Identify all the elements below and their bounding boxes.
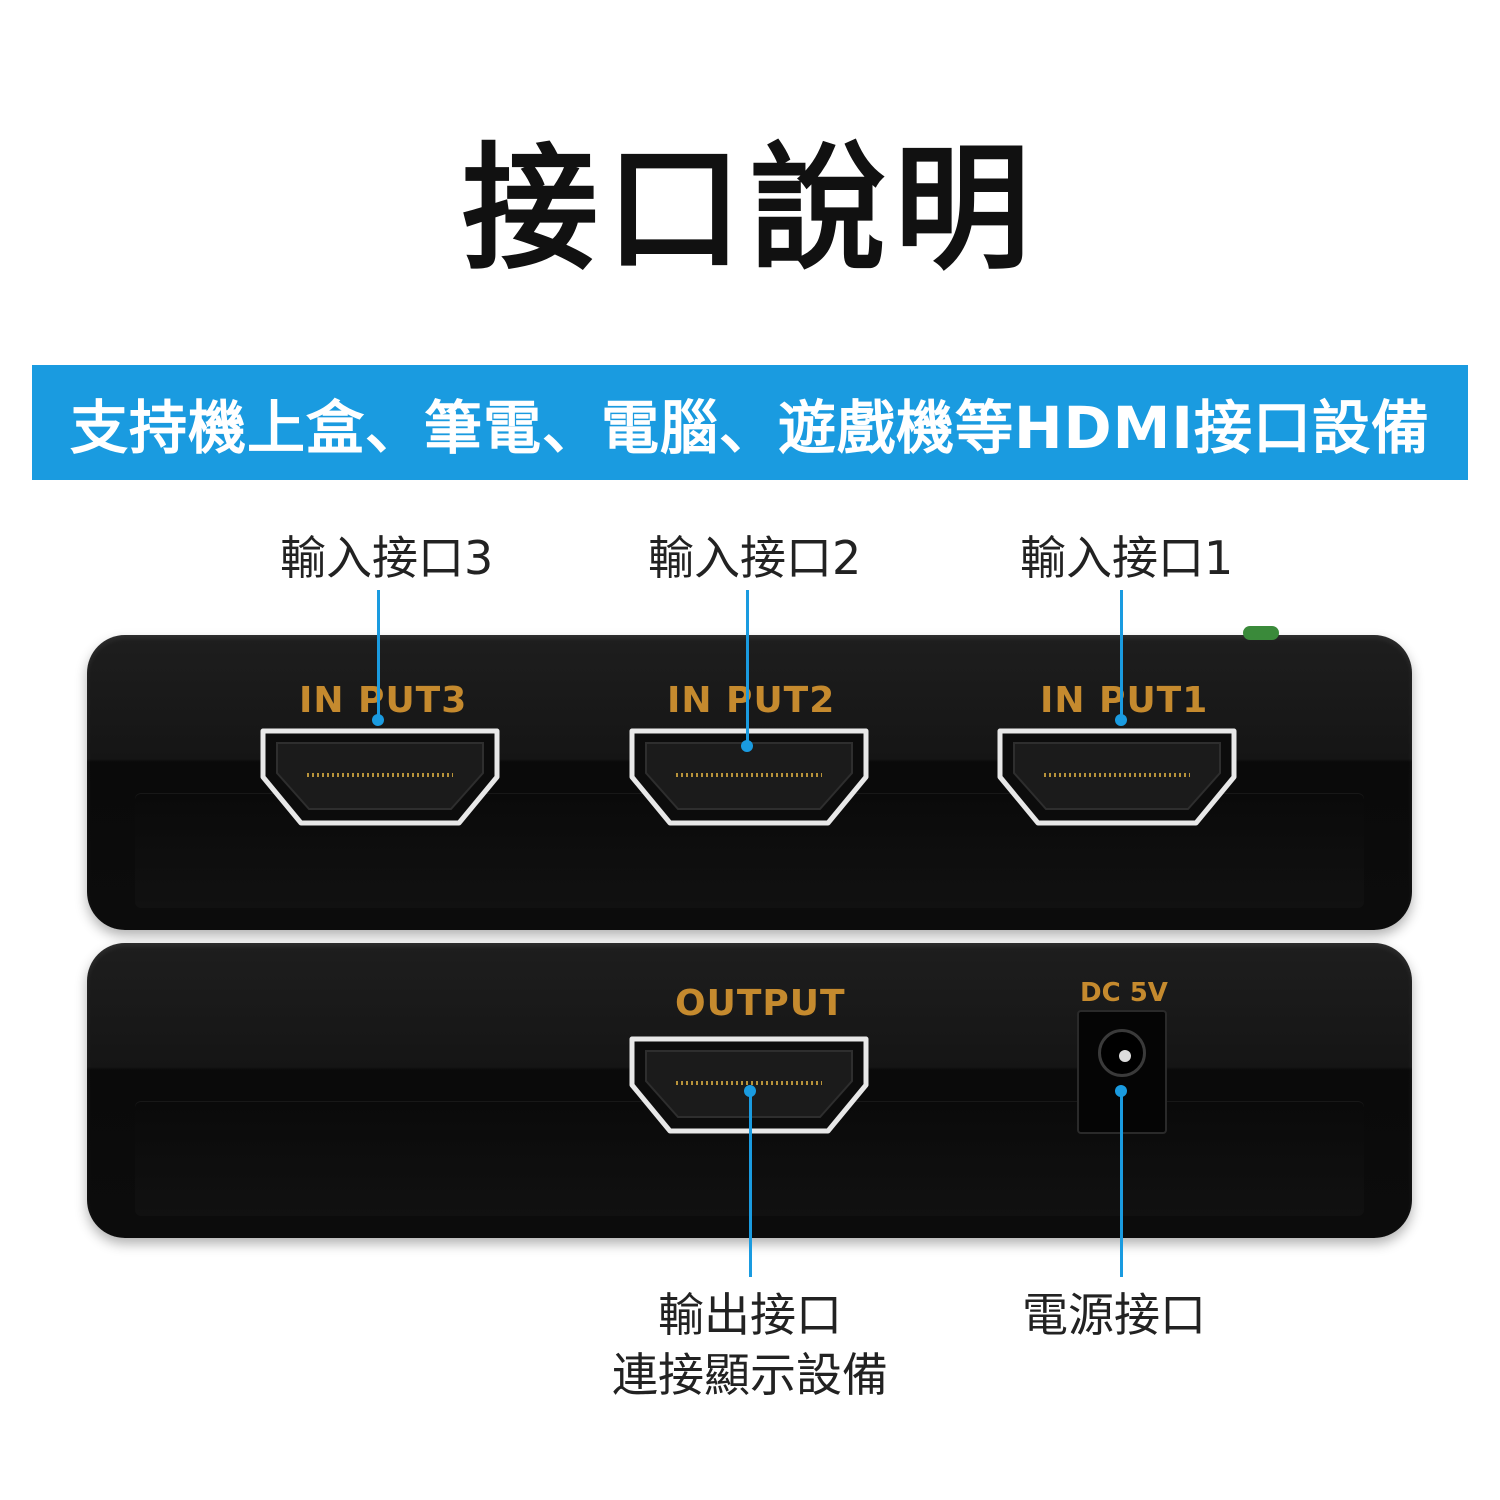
- status-led: [1243, 626, 1279, 640]
- callout-input3: 輸入接口3: [280, 531, 494, 585]
- leader-dot-power: [1115, 1085, 1127, 1097]
- port-label-output: OUTPUT: [675, 983, 846, 1024]
- callout-power: 電源接口: [1022, 1288, 1206, 1342]
- leader-dot-input1: [1115, 714, 1127, 726]
- callout-input2: 輸入接口2: [648, 531, 862, 585]
- leader-dot-input3: [372, 714, 384, 726]
- hdmi-port-icon[interactable]: [255, 725, 505, 830]
- hdmi-port-icon[interactable]: [624, 725, 874, 830]
- dc-jack-pin: [1119, 1050, 1131, 1062]
- leader-line-input1: [1120, 590, 1123, 720]
- switch-input-panel: IN PUT3 IN PUT2 IN PUT1: [87, 635, 1412, 930]
- leader-line-power: [1120, 1092, 1123, 1277]
- leader-dot-input2: [741, 740, 753, 752]
- dc-power-jack[interactable]: [1077, 1010, 1167, 1134]
- leader-line-input3: [377, 590, 380, 720]
- port-label-dc: DC 5V: [1080, 978, 1168, 1008]
- callout-output-title: 輸出接口: [658, 1288, 842, 1342]
- leader-line-input2: [746, 590, 749, 745]
- page-title: 接口說明: [462, 131, 1038, 289]
- hdmi-port-icon[interactable]: [992, 725, 1242, 830]
- dc-jack-hole: [1098, 1029, 1146, 1077]
- leader-line-output: [749, 1092, 752, 1277]
- feature-banner: 支持機上盒、筆電、電腦、遊戲機等HDMI接口設備: [32, 365, 1468, 480]
- callout-output-subtitle: 連接顯示設備: [612, 1348, 888, 1402]
- port-label-input2: IN PUT2: [667, 680, 836, 721]
- callout-input1: 輸入接口1: [1020, 531, 1234, 585]
- leader-dot-output: [744, 1085, 756, 1097]
- banner-text: 支持機上盒、筆電、電腦、遊戲機等HDMI接口設備: [70, 393, 1430, 462]
- port-label-input3: IN PUT3: [299, 680, 468, 721]
